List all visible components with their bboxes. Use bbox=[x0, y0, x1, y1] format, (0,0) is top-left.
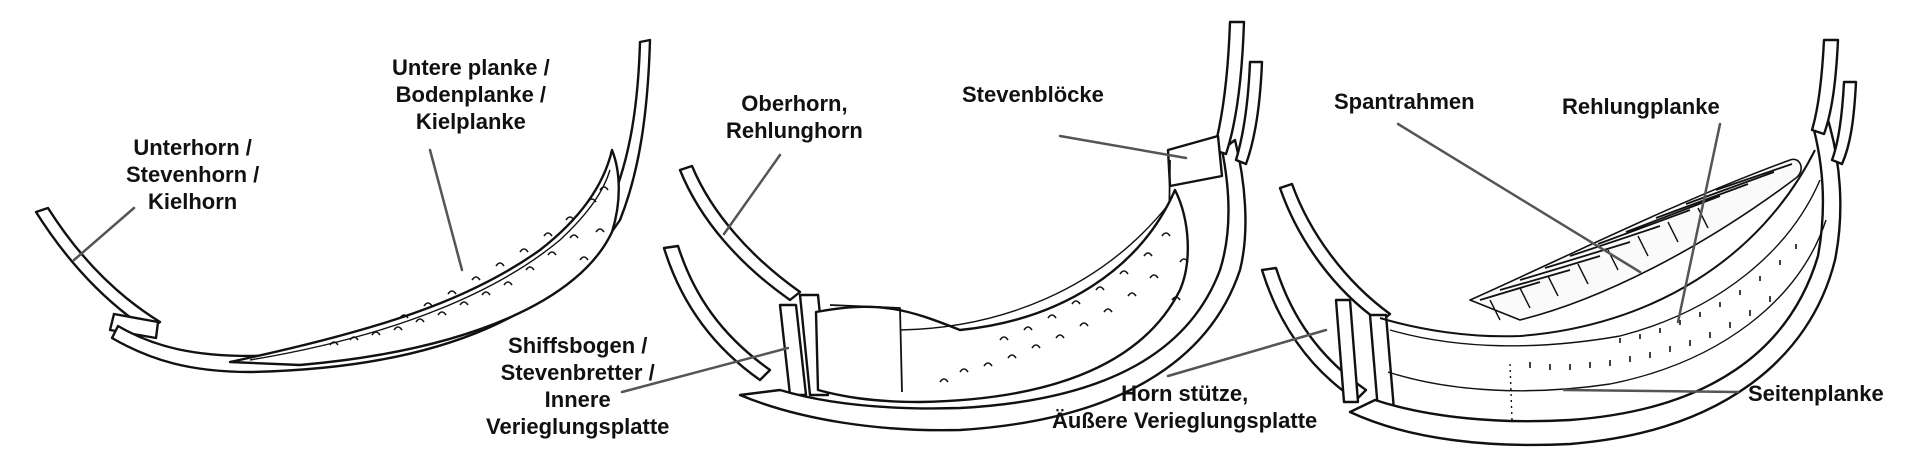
label-unterhorn: Unterhorn / Stevenhorn / Kielhorn bbox=[126, 134, 259, 215]
label-line: Shiffsbogen / bbox=[486, 332, 669, 359]
leader-unterhorn bbox=[74, 208, 134, 260]
label-oberhorn: Oberhorn, Rehlunghorn bbox=[726, 90, 863, 144]
label-line: Rehlunghorn bbox=[726, 117, 863, 144]
label-line: Äußere Verieglungsplatte bbox=[1052, 407, 1317, 434]
leader-untere-planke bbox=[430, 150, 462, 270]
label-seitenplanke: Seitenplanke bbox=[1748, 380, 1884, 407]
label-line: Bodenplanke / bbox=[392, 81, 550, 108]
label-line: Unterhorn / bbox=[126, 134, 259, 161]
leader-stevenbloecke bbox=[1060, 136, 1186, 158]
label-line: Seitenplanke bbox=[1748, 380, 1884, 407]
label-line: Spantrahmen bbox=[1334, 88, 1475, 115]
leader-spantrahmen bbox=[1398, 124, 1640, 272]
label-line: Rehlungplanke bbox=[1562, 93, 1720, 120]
leader-oberhorn bbox=[724, 155, 780, 234]
label-line: Stevenhorn / bbox=[126, 161, 259, 188]
label-line: Untere planke / bbox=[392, 54, 550, 81]
label-line: Horn stütze, bbox=[1052, 380, 1317, 407]
label-line: Oberhorn, bbox=[726, 90, 863, 117]
label-spantrahmen: Spantrahmen bbox=[1334, 88, 1475, 115]
label-line: Kielhorn bbox=[126, 188, 259, 215]
label-stevenbloecke: Stevenblöcke bbox=[962, 81, 1104, 108]
label-untere-planke: Untere planke / Bodenplanke / Kielplanke bbox=[392, 54, 550, 135]
label-line: Kielplanke bbox=[392, 108, 550, 135]
label-line: Stevenblöcke bbox=[962, 81, 1104, 108]
label-horn-stuetze: Horn stütze, Äußere Verieglungsplatte bbox=[1052, 380, 1317, 434]
label-shiffsbogen: Shiffsbogen / Stevenbretter / Innere Ver… bbox=[486, 332, 669, 440]
label-line: Stevenbretter / bbox=[486, 359, 669, 386]
label-line: Verieglungsplatte bbox=[486, 413, 669, 440]
label-rehlungplanke: Rehlungplanke bbox=[1562, 93, 1720, 120]
label-line: Innere bbox=[486, 386, 669, 413]
